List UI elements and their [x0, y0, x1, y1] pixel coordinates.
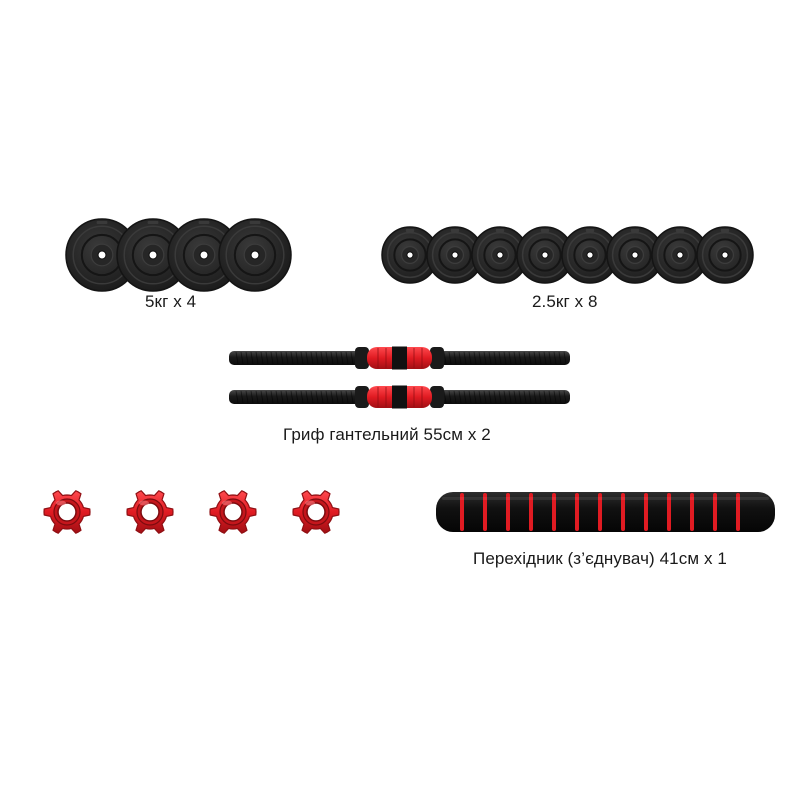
plate-2-5kg [561, 226, 619, 284]
plates-5kg-label: 5кг х 4 [145, 292, 197, 311]
locking-nuts-group [43, 490, 340, 534]
plates-2-5kg-group [381, 226, 754, 284]
dumbbell-handle [229, 346, 570, 370]
locking-nut [43, 490, 91, 534]
dumbbell-handle-label: Гриф гантельний 55см х 2 [283, 425, 491, 444]
connector-ring [690, 493, 694, 531]
connector-bar [436, 492, 775, 532]
plate-5kg [218, 218, 292, 292]
plate-5kg [65, 218, 139, 292]
plate-5kg [116, 218, 190, 292]
connector-ring [736, 493, 740, 531]
dumbbell-handle [229, 385, 570, 409]
locking-nut [209, 490, 257, 534]
plate-2-5kg [516, 226, 574, 284]
locking-nut [126, 490, 174, 534]
connector-ring [667, 493, 671, 531]
connector-ring [460, 493, 464, 531]
connector-ring [621, 493, 625, 531]
connector-ring [575, 493, 579, 531]
plates-5kg-group [65, 218, 292, 292]
connector-ring [552, 493, 556, 531]
connector-ring [483, 493, 487, 531]
connector-label: Перехідник (з’єднувач) 41см х 1 [473, 549, 727, 568]
plate-2-5kg [606, 226, 664, 284]
connector-ring [506, 493, 510, 531]
dumbbell-handles-group [229, 346, 570, 409]
connector-ring [529, 493, 533, 531]
connector-ring [598, 493, 602, 531]
plates-2-5kg-label: 2.5кг х 8 [532, 292, 598, 311]
connector-ring [713, 493, 717, 531]
plate-2-5kg [651, 226, 709, 284]
connector-ring [644, 493, 648, 531]
locking-nut [292, 490, 340, 534]
plate-2-5kg [696, 226, 754, 284]
plate-2-5kg [471, 226, 529, 284]
